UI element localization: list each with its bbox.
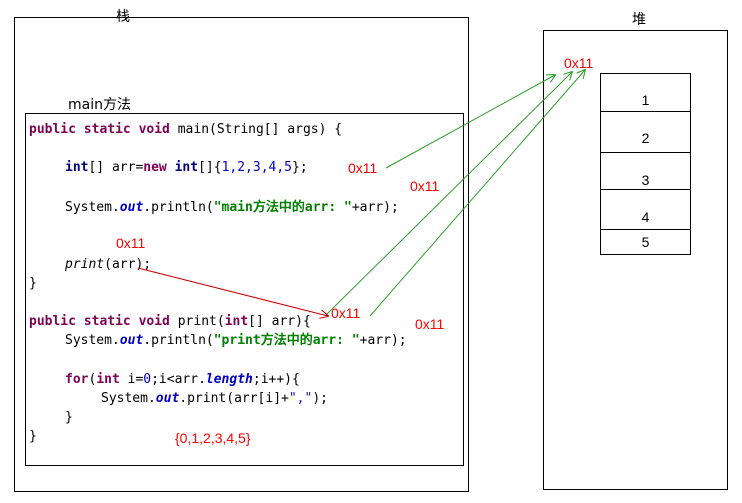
annotation-address: 0x11 [348, 160, 378, 176]
code-line-print-signature: public static void print(int[] arr){ [29, 314, 311, 330]
code-text: ( [88, 372, 97, 387]
code-text: System. [101, 391, 156, 406]
code-line-close-print: } [29, 429, 37, 444]
code-text: +arr); [359, 333, 407, 348]
arrow-main-print-to-heap [325, 72, 572, 316]
code-line-main-signature: public static void main(String[] args) { [29, 122, 342, 138]
code-number: 0 [143, 372, 152, 387]
code-string: "main方法中的arr: " [213, 200, 352, 215]
code-text: }; [292, 160, 308, 175]
code-keyword: new [143, 160, 167, 175]
annotation-address: 0x11 [331, 305, 361, 321]
code-field: out [119, 333, 144, 348]
heap-address: 0x11 [564, 55, 594, 71]
code-text: i= [119, 372, 144, 387]
annotation-output: {0,1,2,3,4,5} [175, 430, 251, 446]
code-line-main-println: System.out.println("main方法中的arr: "+arr); [65, 200, 399, 216]
code-text: [] arr= [88, 160, 144, 175]
code-method: print [65, 257, 105, 272]
heap-cell: 2 [600, 112, 691, 153]
annotation-address: 0x11 [116, 235, 146, 251]
code-text: []{ [198, 160, 222, 175]
heap-cell: 4 [600, 190, 691, 230]
heap-cell: 1 [600, 73, 691, 112]
stack-label: 栈 [116, 9, 130, 25]
code-text: print( [169, 314, 225, 329]
code-text: ;i++){ [252, 372, 300, 387]
main-method-frame [25, 113, 464, 466]
stack-box [14, 17, 469, 492]
heap-cell: 3 [600, 153, 691, 190]
code-text: System. [65, 200, 120, 215]
code-text: ); [312, 391, 328, 406]
code-keyword: int [224, 314, 249, 329]
code-line-close-for: } [65, 410, 73, 425]
code-line-close-main: } [29, 276, 37, 291]
heap-cell-value: 3 [641, 172, 650, 188]
code-keyword: public static void [29, 122, 170, 137]
heap-cell-value: 2 [641, 130, 650, 146]
arrow-print-param-to-heap [369, 70, 585, 317]
code-keyword: int [65, 160, 89, 175]
annotation-address: 0x11 [415, 316, 445, 332]
code-text: System. [65, 333, 120, 348]
heap-cell-value: 4 [641, 209, 650, 225]
heap-cell-value: 5 [641, 234, 650, 250]
code-text: +arr); [351, 200, 399, 215]
heap-cell: 5 [600, 230, 691, 255]
code-string: "," [288, 391, 313, 406]
code-keyword: for [65, 372, 89, 387]
code-string: "print方法中的arr: " [213, 333, 360, 348]
code-text: ;i<arr. [151, 372, 206, 387]
code-field: out [155, 391, 180, 406]
heap-box [543, 30, 728, 490]
code-text: .print(arr[i]+ [179, 391, 289, 406]
code-text: .println( [143, 200, 214, 215]
code-keyword: int [96, 372, 120, 387]
code-line-print-println: System.out.println("print方法中的arr: "+arr)… [65, 333, 407, 349]
code-line-for-loop: for(int i=0;i<arr.length;i++){ [65, 372, 300, 388]
code-text: [] arr){ [248, 314, 311, 329]
code-line-loop-print: System.out.print(arr[i]+","); [101, 391, 328, 407]
code-field: out [119, 200, 144, 215]
heap-label: 堆 [632, 12, 646, 28]
code-keyword: public static void [29, 314, 170, 329]
heap-cell-value: 1 [641, 92, 650, 108]
code-text: main(String[] args) { [169, 122, 343, 137]
code-keyword: int [174, 160, 199, 175]
code-field: length [205, 372, 253, 387]
code-number: 1,2,3,4,5 [221, 160, 293, 175]
main-frame-label: main方法 [68, 97, 131, 113]
code-line-array-init: int[] arr=new int[]{1,2,3,4,5}; [65, 160, 308, 176]
code-text: .println( [143, 333, 214, 348]
arrow-arr-to-heap [385, 75, 555, 169]
annotation-address: 0x11 [410, 178, 440, 194]
arrow-call-to-param [137, 267, 328, 316]
